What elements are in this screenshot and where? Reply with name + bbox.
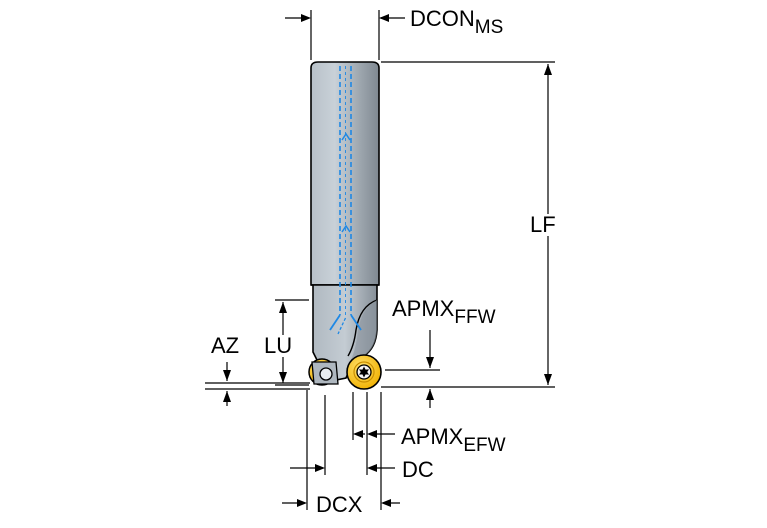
apmx-ffw-label-sub: FFW	[454, 307, 496, 328]
az-label: AZ	[211, 333, 240, 358]
left-screw-icon	[319, 367, 333, 381]
left-insert	[308, 358, 339, 386]
apmx-efw-label-sub: EFW	[463, 435, 506, 456]
coolant-channel	[329, 66, 362, 335]
apmx-ffw-label: APMXFFW	[392, 296, 496, 328]
tool-body	[308, 61, 382, 390]
lu-label: LU	[264, 333, 293, 358]
dcx-label: DCX	[316, 492, 363, 517]
apmx-efw-label-base: APMX	[401, 424, 464, 449]
dimension-arrow-icon	[223, 14, 552, 507]
dcon-label-sub: MS	[474, 17, 504, 38]
lf-label: LF	[528, 212, 558, 237]
chip-groove	[347, 299, 378, 357]
shank	[310, 61, 380, 286]
round-insert	[346, 354, 382, 390]
dcon-label: DCONMS	[410, 6, 504, 38]
apmx-efw-label: APMXEFW	[401, 424, 506, 456]
dc-label: DC	[402, 457, 434, 482]
torx-screw-icon	[356, 364, 372, 380]
dcon-label-base: DCON	[410, 6, 475, 31]
apmx-ffw-label-base: APMX	[392, 296, 455, 321]
